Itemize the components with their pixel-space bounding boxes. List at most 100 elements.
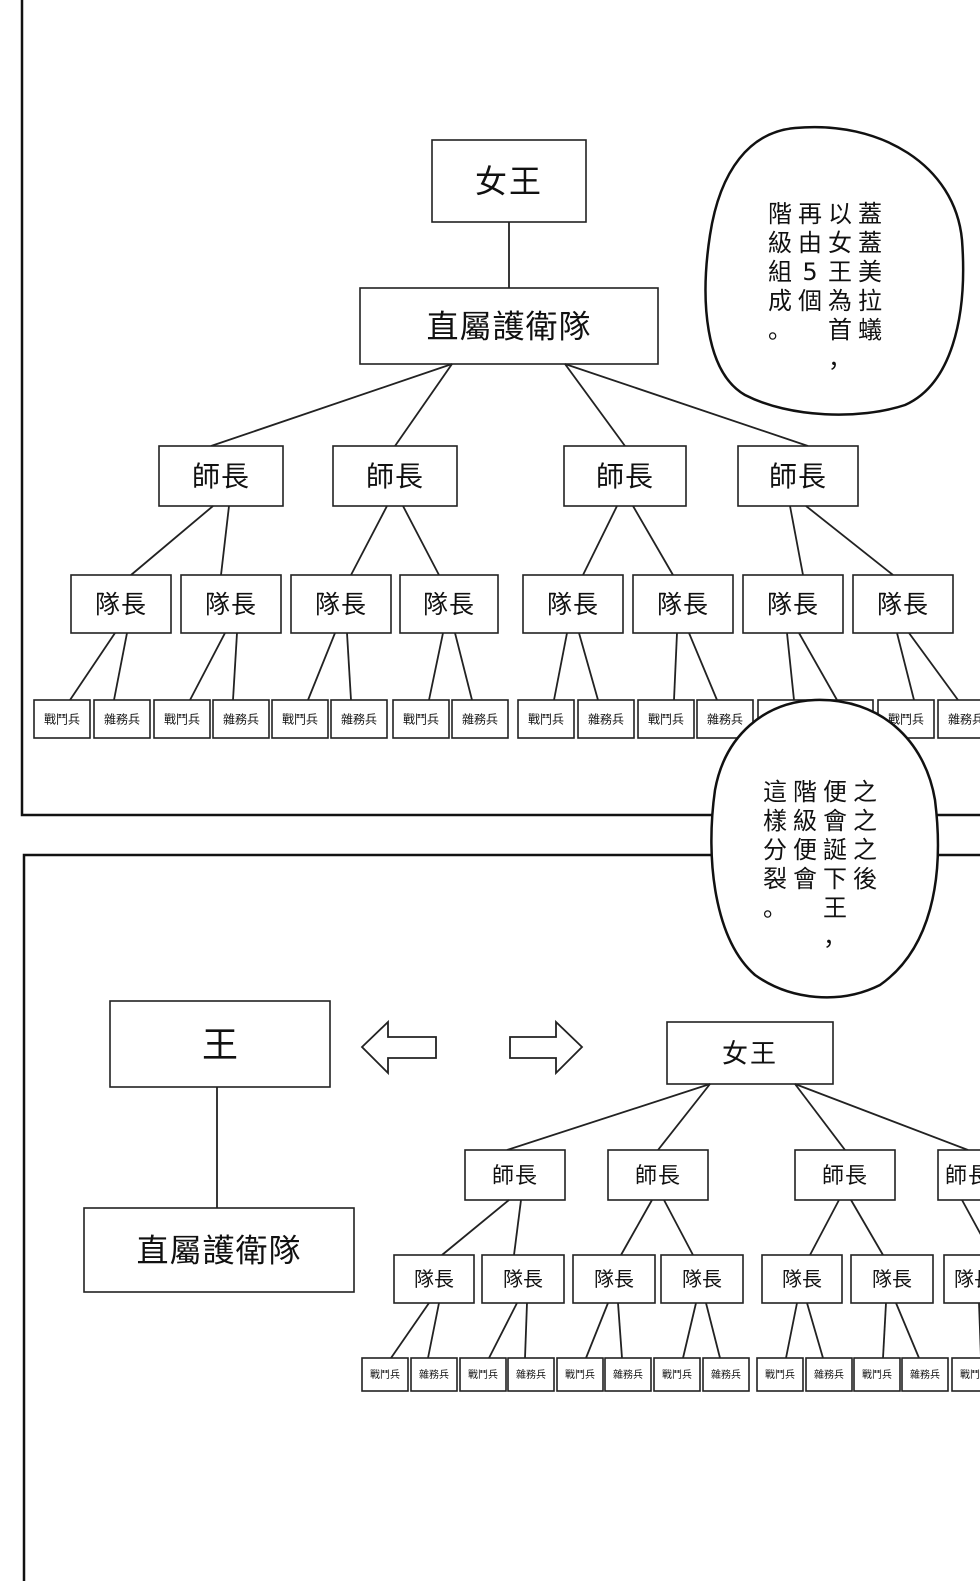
- bottom-king-box-frame: [109, 1000, 331, 1088]
- division-squad-link: [620, 1199, 653, 1256]
- bottom-squad-leader-box: 隊長: [761, 1254, 843, 1304]
- bubble-char: 下: [823, 865, 847, 893]
- bottom-division-leader-box: 師長: [607, 1149, 709, 1201]
- guard-division-link: [394, 363, 453, 447]
- top-division-leader-box-frame: [332, 445, 458, 507]
- bubble-char: ，: [828, 345, 852, 373]
- top-worker-box-label: 雜務兵: [707, 711, 743, 726]
- top-worker-box: 雜務兵: [937, 699, 980, 739]
- top-division-leader-box-label: 師長: [192, 460, 250, 493]
- bottom-king-box-label: 王: [202, 1025, 238, 1066]
- bottom-queen-box: 女王: [666, 1021, 834, 1085]
- top-soldier-box-label: 戰鬥兵: [528, 712, 564, 726]
- top-squad-leader-box-frame: [70, 574, 172, 634]
- top-queen-box-frame: [431, 139, 587, 223]
- bottom-worker-box: 雜務兵: [507, 1357, 555, 1392]
- bottom-squad-leader-box-frame: [943, 1254, 980, 1304]
- top-division-leader-box-label: 師長: [769, 460, 827, 493]
- bottom-squad-leader-box: 隊長: [393, 1254, 475, 1304]
- bottom-squad-leader-box-label: 隊長: [954, 1267, 980, 1291]
- squad-unit-link: [390, 1302, 430, 1359]
- bottom-king-box: 王: [109, 1000, 331, 1088]
- bottom-squad-leader-box-label: 隊長: [594, 1267, 634, 1291]
- squad-unit-link: [69, 632, 116, 701]
- top-soldier-box-frame: [637, 699, 695, 739]
- bubble-char: 女: [828, 229, 852, 257]
- squad-unit-link: [806, 1302, 824, 1359]
- bubble-char: 拉: [858, 287, 882, 315]
- squad-unit-link: [189, 632, 226, 701]
- top-guard-box: 直屬護衛隊: [359, 287, 659, 365]
- top-division-leader-box-frame: [563, 445, 687, 507]
- top-squad-leader-box: 隊長: [522, 574, 624, 634]
- top-soldier-box-frame: [153, 699, 211, 739]
- bottom-panel-border: [22, 853, 980, 1581]
- division-squad-link: [130, 505, 214, 576]
- division-squad-link: [513, 1199, 522, 1256]
- bottom-division-leader-box-label: 師長: [492, 1164, 538, 1189]
- division-squad-link: [632, 505, 674, 576]
- top-squad-leader-box-label: 隊長: [205, 590, 257, 619]
- bottom-squad-leader-box: 隊長: [660, 1254, 744, 1304]
- bubble-char: 蟻: [858, 316, 882, 344]
- guard-division-link: [210, 363, 453, 447]
- bottom-guard-box: 直屬護衛隊: [83, 1207, 355, 1293]
- top-squad-leader-box: 隊長: [70, 574, 172, 634]
- bottom-worker-box: 雜務兵: [702, 1357, 750, 1392]
- bubble-char: 這: [763, 778, 787, 806]
- bottom-division-leader-box-frame: [607, 1149, 709, 1201]
- bottom-worker-box-frame: [604, 1357, 652, 1392]
- bubble-char: 便: [823, 778, 847, 806]
- squad-unit-link: [307, 632, 336, 701]
- top-worker-box-label: 雜務兵: [341, 711, 377, 726]
- bubble-char: 之: [853, 836, 877, 864]
- bottom-division-leader-box-frame: [464, 1149, 566, 1201]
- squad-unit-link: [798, 632, 838, 701]
- bottom-soldier-box-label: 戰鬥兵: [370, 1368, 400, 1381]
- top-squad-leader-box-frame: [290, 574, 392, 634]
- bottom-guard-box-frame: [83, 1207, 355, 1293]
- top-soldier-box: 戰鬥兵: [517, 699, 575, 739]
- top-worker-box-frame: [451, 699, 509, 739]
- top-worker-box: 雜務兵: [212, 699, 270, 739]
- guard-division-link: [564, 363, 626, 447]
- bubble-char: 分: [763, 836, 787, 864]
- squad-unit-link: [882, 1302, 887, 1359]
- top-squad-leader-box: 隊長: [399, 574, 499, 634]
- division-squad-link: [663, 1199, 694, 1256]
- bottom-squad-leader-box-label: 隊長: [503, 1267, 543, 1291]
- division-squad-link: [582, 505, 618, 576]
- right-arrow-icon: [509, 1019, 584, 1076]
- top-squad-leader-box: 隊長: [742, 574, 844, 634]
- bottom-guard-box-label: 直屬護衛隊: [136, 1232, 301, 1270]
- bubble-char: 。: [763, 894, 787, 922]
- top-soldier-box: 戰鬥兵: [153, 699, 211, 739]
- bottom-squad-leader-box-label: 隊長: [414, 1267, 454, 1291]
- squad-unit-link: [688, 632, 718, 701]
- top-soldier-box-label: 戰鬥兵: [164, 712, 200, 726]
- bottom-division-leader-box: 師長: [464, 1149, 566, 1201]
- bottom-soldier-box-label: 戰鬥兵: [565, 1368, 595, 1381]
- squad-unit-link: [978, 1302, 980, 1356]
- bubble-char: 再: [798, 200, 822, 228]
- top-squad-leader-box-label: 隊長: [657, 590, 709, 619]
- bottom-division-leader-box: 師長: [794, 1149, 896, 1201]
- squad-unit-link: [427, 1302, 440, 1359]
- top-panel-border: [20, 0, 980, 817]
- bottom-division-leader-box-label: 師長: [635, 1164, 681, 1189]
- bubble-char: 之: [853, 807, 877, 835]
- top-soldier-box-label: 戰鬥兵: [888, 712, 924, 726]
- top-squad-leader-box-frame: [632, 574, 734, 634]
- top-division-leader-box-frame: [158, 445, 284, 507]
- bottom-soldier-box: 戰鬥兵: [756, 1357, 804, 1392]
- division-squad-link: [441, 1199, 510, 1256]
- bottom-squad-leader-box-frame: [660, 1254, 744, 1304]
- bottom-worker-box: 雜務兵: [901, 1357, 949, 1392]
- division-squad-link: [350, 505, 388, 576]
- bubble-char: 樣: [763, 807, 787, 835]
- squad-unit-link: [585, 1302, 609, 1359]
- bottom-squad-leader-box-label: 隊長: [872, 1267, 912, 1291]
- top-division-leader-box-label: 師長: [596, 460, 654, 493]
- top-worker-box-frame: [212, 699, 270, 739]
